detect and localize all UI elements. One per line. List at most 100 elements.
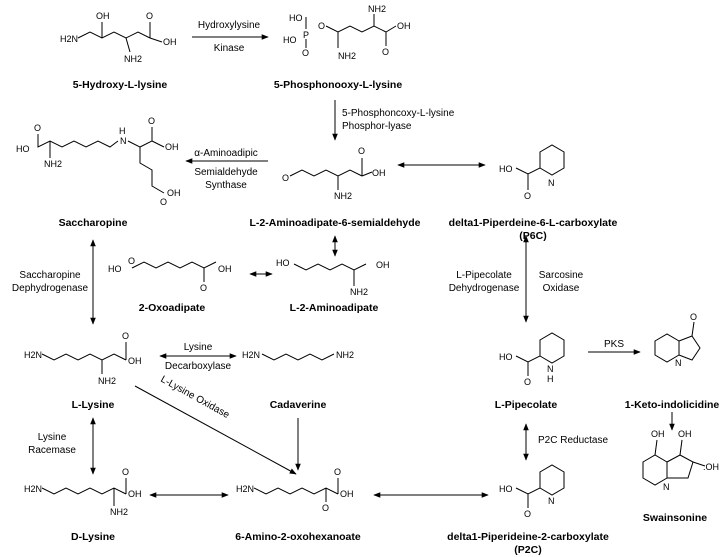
enzyme-label: Lysine <box>38 432 67 443</box>
atom-o: O <box>34 123 41 133</box>
atom-ho: HO <box>276 258 290 268</box>
atom-n: N <box>548 178 555 188</box>
atom-oh: OH <box>678 429 692 439</box>
reaction-arrows <box>90 34 675 498</box>
enzyme-label: L-Lysine Oxidase <box>159 374 232 421</box>
enzyme-label: Decarboxylase <box>165 361 232 372</box>
atom-o: O <box>322 503 329 513</box>
atom-o: O <box>318 21 325 31</box>
atom-oh: OH <box>397 21 411 31</box>
atom-n: N <box>675 358 682 368</box>
structure-cadaverine: H2N NH2 <box>242 350 354 361</box>
enzyme-label: Saccharopine <box>19 270 81 281</box>
compound-pipecolate: L-Pipecolate <box>495 399 558 411</box>
structure-phosphonooxy-lysine: HO P HO O O NH2 NH2 O OH <box>283 4 411 61</box>
atom-ho: HO <box>289 13 303 23</box>
compound-cadaverine: Cadaverine <box>270 399 327 411</box>
enzyme-label: Synthase <box>205 180 247 191</box>
compound-amino-oxohexanoate: 6-Amino-2-oxohexanoate <box>235 531 361 543</box>
compound-p6c-abbrev: (P6C) <box>519 230 546 242</box>
atom-n: N <box>548 496 555 506</box>
atom-h2n: H2N <box>236 484 254 494</box>
atom-ho: HO <box>108 264 122 274</box>
atom-h2n: H2N <box>24 484 42 494</box>
atom-oh: OH <box>372 168 386 178</box>
enzyme-label: 5-Phosphoncoxy-L-lysine <box>342 108 455 119</box>
compound-keto-indolicidine: 1-Keto-indolicidine <box>625 399 720 411</box>
atom-o: O <box>334 467 341 477</box>
atom-o: O <box>122 467 129 477</box>
atom-o: O <box>160 197 167 207</box>
atom-o: O <box>282 173 289 183</box>
atom-o: O <box>302 48 309 58</box>
atom-ho: HO <box>499 164 513 174</box>
compound-p6c: delta1-Piperdeine-6-L-carboxylate <box>449 217 618 229</box>
enzyme-label: Lysine <box>184 342 213 353</box>
compound-hydroxylysine: 5-Hydroxy-L-lysine <box>73 79 168 91</box>
atom-nh2: NH2 <box>336 350 354 360</box>
enzyme-label: α-Aminoadipic <box>194 148 258 159</box>
enzyme-label: PKS <box>604 339 624 350</box>
atom-nh2: NH2 <box>98 376 116 386</box>
structure-hydroxylysine: H2N OH O OH NH2 <box>60 11 177 64</box>
atom-nh2: NH2 <box>110 507 128 517</box>
atom-o: O <box>148 116 155 126</box>
enzyme-label: Oxidase <box>543 283 580 294</box>
atom-nh2: NH2 <box>334 191 352 201</box>
atom-ho: HO <box>283 35 297 45</box>
atom-nh2: NH2 <box>368 4 386 14</box>
enzyme-label: Semialdehyde <box>194 167 258 178</box>
atom-p: P <box>303 30 309 40</box>
atom-oh: OH <box>128 356 142 366</box>
enzyme-label: Phosphor-lyase <box>342 121 412 132</box>
compound-saccharopine: Saccharopine <box>59 217 128 229</box>
structure-p2c: HO O N <box>499 464 565 519</box>
compound-d-lysine: D-Lysine <box>71 531 115 543</box>
atom-n: N <box>663 482 670 492</box>
atom-o: O <box>122 331 129 341</box>
atom-o: O <box>524 191 531 201</box>
enzyme-label: Kinase <box>214 43 245 54</box>
structure-p6c: HO O N <box>499 144 565 201</box>
atom-o: O <box>146 11 153 21</box>
structure-lysine: H2N NH2 O OH <box>24 331 142 386</box>
atom-h-alone: H <box>547 374 554 384</box>
structure-amino-oxohexanoate: H2N O O OH <box>236 467 354 513</box>
compound-labels: 5-Hydroxy-L-lysine 5-Phosphonooxy-L-lysi… <box>59 79 720 556</box>
atom-nh2: NH2 <box>350 287 368 297</box>
compound-lysine: L-Lysine <box>72 399 115 411</box>
atom-o: O <box>524 377 531 387</box>
structure-keto-indolicidine: O N <box>654 312 701 368</box>
atom-ho: HO <box>499 484 513 494</box>
atom-oh: OH <box>96 11 110 21</box>
compound-semialdehyde: L-2-Aminoadipate-6-semialdehyde <box>250 217 421 229</box>
atom-o: O <box>690 312 697 322</box>
structure-aminoadipate: HO NH2 OH <box>276 258 390 297</box>
atom-o: O <box>358 146 365 156</box>
compound-aminoadipate: L-2-Aminoadipate <box>290 302 379 314</box>
atom-h2n: H2N <box>60 34 78 44</box>
atom-oh: OH <box>167 188 181 198</box>
compound-swainsonine: Swainsonine <box>643 512 707 524</box>
atom-oh: OH <box>376 260 390 270</box>
enzyme-label: Hydroxylysine <box>198 20 261 31</box>
compound-oxoadipate: 2-Oxoadipate <box>139 302 206 314</box>
atom-n: N <box>547 364 554 374</box>
atom-h: H <box>119 126 126 136</box>
atom-oh: OH <box>128 489 142 499</box>
atom-oh: OH <box>163 37 177 47</box>
atom-n: N <box>120 136 127 146</box>
atom-h2n: H2N <box>242 350 260 360</box>
atom-o: O <box>200 283 207 293</box>
structure-semialdehyde: O NH2 O OH <box>282 146 386 201</box>
enzyme-label: P2C Reductase <box>538 435 608 446</box>
atom-o: O <box>128 256 135 266</box>
atom-oh: OH <box>651 429 665 439</box>
atom-ho: HO <box>16 144 30 154</box>
atom-nh2: NH2 <box>124 54 142 64</box>
enzyme-label: Dephydrogenase <box>12 283 89 294</box>
atom-oh: OH <box>340 489 354 499</box>
structure-swainsonine: OH OH .OH N <box>642 429 719 492</box>
structure-d-lysine: H2N NH2 O OH <box>24 467 142 517</box>
